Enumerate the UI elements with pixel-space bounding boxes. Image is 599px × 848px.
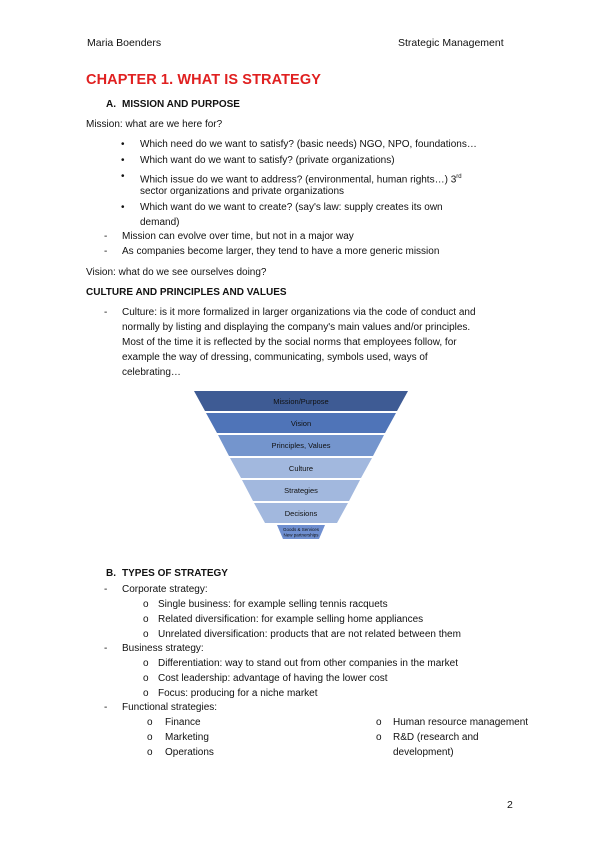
bullet-dot-icon: • xyxy=(121,171,125,182)
list-item: Human resource management xyxy=(393,717,529,728)
culture-line: normally by listing and displaying the c… xyxy=(122,322,471,333)
vision-line: Vision: what do we see ourselves doing? xyxy=(86,267,267,278)
page-number: 2 xyxy=(507,799,513,811)
culture-line: Most of the time it is reflected by the … xyxy=(122,337,457,348)
dash-bullet-icon: - xyxy=(104,584,108,595)
funnel-level-strategies xyxy=(242,480,360,501)
list-item: Which want do we want to create? (say's … xyxy=(140,202,443,213)
circle-bullet-icon: o xyxy=(376,732,382,743)
list-item: Unrelated diversification: products that… xyxy=(158,629,461,640)
circle-bullet-icon: o xyxy=(143,599,149,610)
circle-bullet-icon: o xyxy=(143,614,149,625)
funnel-level-vision xyxy=(206,413,396,433)
list-item: Which want do we want to satisfy? (priva… xyxy=(140,155,395,166)
strategy-funnel-diagram: Mission/Purpose Vision Principles, Value… xyxy=(194,391,408,539)
list-item: Which issue do we want to address? (envi… xyxy=(140,170,462,187)
list-item: Focus: producing for a niche market xyxy=(158,688,318,699)
circle-bullet-icon: o xyxy=(147,747,153,758)
list-item: Single business: for example selling ten… xyxy=(158,599,388,610)
funnel-level-principles xyxy=(218,435,384,456)
circle-bullet-icon: o xyxy=(143,629,149,640)
list-item: Differentiation: way to stand out from o… xyxy=(158,658,458,669)
section-a-marker: A. xyxy=(106,99,116,110)
funnel-level-goods xyxy=(277,525,325,539)
list-item: Cost leadership: advantage of having the… xyxy=(158,673,388,684)
section-b-title: TYPES OF STRATEGY xyxy=(122,568,228,579)
funnel-level-decisions xyxy=(254,503,348,523)
funnel-label-small: Goods & Services xyxy=(283,527,320,532)
list-item: R&D (research and xyxy=(393,732,479,743)
corporate-label: Corporate strategy: xyxy=(122,584,208,595)
list-item-continuation: development) xyxy=(393,747,454,758)
circle-bullet-icon: o xyxy=(143,658,149,669)
list-item: Finance xyxy=(165,717,201,728)
culture-line: celebrating… xyxy=(122,367,181,378)
dash-bullet-icon: - xyxy=(104,643,108,654)
bullet-dot-icon: • xyxy=(121,155,125,166)
list-item-continuation: sector organizations and private organiz… xyxy=(140,186,345,197)
superscript: rd xyxy=(456,174,462,180)
funnel-label: Principles, Values xyxy=(271,441,330,450)
circle-bullet-icon: o xyxy=(147,717,153,728)
mission-intro: Mission: what are we here for? xyxy=(86,119,223,130)
list-item: Which need do we want to satisfy? (basic… xyxy=(140,139,477,150)
business-label: Business strategy: xyxy=(122,643,204,654)
list-item: Marketing xyxy=(165,732,209,743)
funnel-label: Strategies xyxy=(284,486,318,495)
funnel-level-culture xyxy=(230,458,372,478)
dash-bullet-icon: - xyxy=(104,246,108,257)
funnel-label: Culture xyxy=(289,464,313,473)
functional-label: Functional strategies: xyxy=(122,702,218,713)
bullet-dot-icon: • xyxy=(121,202,125,213)
dash-bullet-icon: - xyxy=(104,702,108,713)
section-b-marker: B. xyxy=(106,568,116,579)
list-item: Operations xyxy=(165,747,214,758)
list-item: As companies become larger, they tend to… xyxy=(122,246,440,257)
bullet-dot-icon: • xyxy=(121,139,125,150)
culture-line: Culture: is it more formalized in larger… xyxy=(122,307,476,318)
circle-bullet-icon: o xyxy=(376,717,382,728)
section-a-title: MISSION AND PURPOSE xyxy=(122,99,240,110)
funnel-label: Decisions xyxy=(285,509,318,518)
header-author: Maria Boenders xyxy=(87,37,162,49)
dash-bullet-icon: - xyxy=(104,307,108,318)
list-item-continuation: demand) xyxy=(140,217,180,228)
funnel-level-mission xyxy=(194,391,408,411)
funnel-label: Mission/Purpose xyxy=(273,397,328,406)
list-item: Mission can evolve over time, but not in… xyxy=(122,231,354,242)
chapter-title: CHAPTER 1. WHAT IS STRATEGY xyxy=(86,72,321,88)
list-item-text: Which issue do we want to address? (envi… xyxy=(140,174,457,186)
dash-bullet-icon: - xyxy=(104,231,108,242)
culture-heading: CULTURE AND PRINCIPLES AND VALUES xyxy=(86,287,287,298)
funnel-label-small: New partnerships xyxy=(283,533,319,538)
culture-line: example the way of dressing, communicati… xyxy=(122,352,428,363)
funnel-label: Vision xyxy=(291,419,311,428)
circle-bullet-icon: o xyxy=(147,732,153,743)
circle-bullet-icon: o xyxy=(143,688,149,699)
circle-bullet-icon: o xyxy=(143,673,149,684)
header-course: Strategic Management xyxy=(398,37,504,49)
list-item: Related diversification: for example sel… xyxy=(158,614,424,625)
